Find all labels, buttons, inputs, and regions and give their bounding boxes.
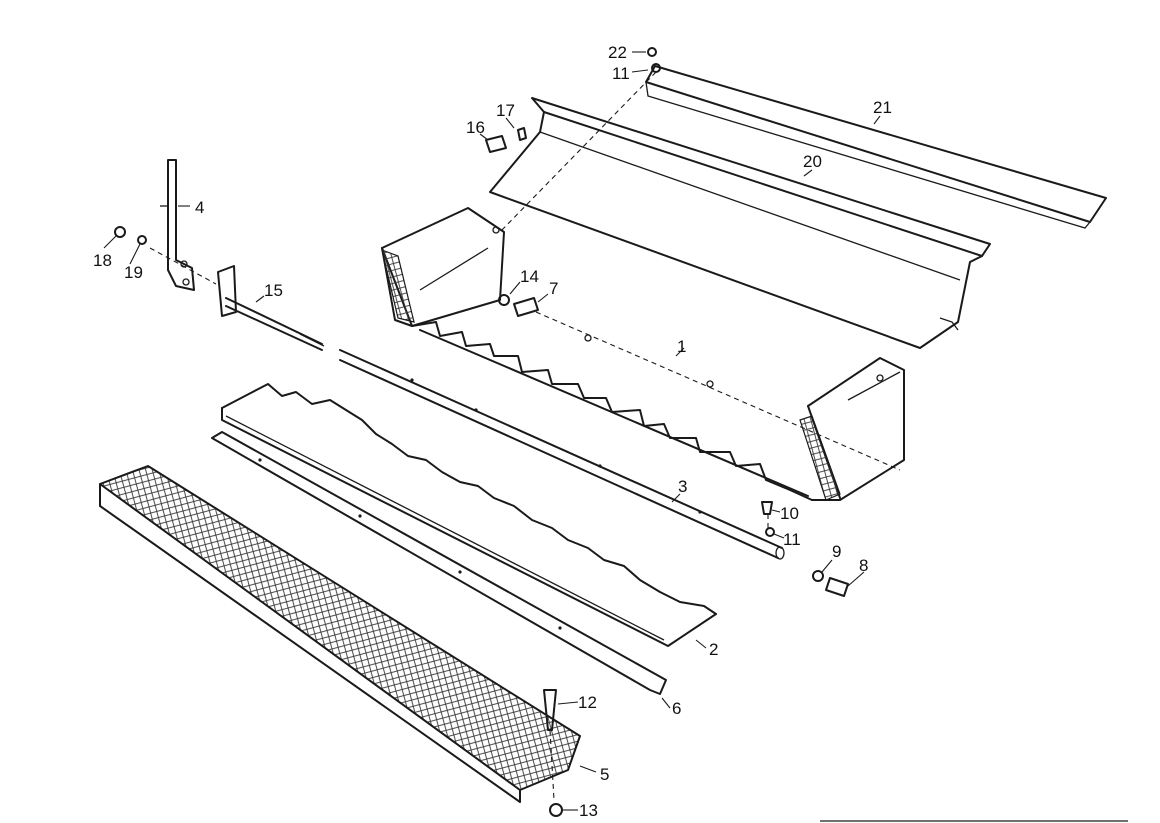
part-21-top-strip: [645, 65, 1107, 229]
label-part-12: 12: [578, 693, 597, 712]
label-part-1: 1: [677, 337, 686, 356]
label-part-18: 18: [93, 251, 112, 270]
label-part-4: 4: [195, 198, 204, 217]
label-part-15: 15: [264, 281, 283, 300]
part-labels: 1 2 3 4 5 6 7 8 9 10 11 11 12 13 14 15 1…: [93, 43, 892, 820]
label-part-6: 6: [672, 699, 681, 718]
part-7-bolt: [513, 297, 539, 317]
label-part-11-top: 11: [612, 64, 630, 83]
part-20-upper-channel: [489, 97, 991, 349]
part-16-bolt: [485, 135, 507, 153]
leader-lines: [103, 51, 901, 811]
part-9-washer: [812, 570, 824, 582]
part-10-bolt: [761, 501, 773, 515]
label-part-7: 7: [549, 279, 558, 298]
label-part-8: 8: [859, 556, 868, 575]
label-part-10: 10: [780, 504, 799, 523]
label-part-21: 21: [873, 98, 892, 117]
part-5-mesh-plate: [99, 465, 581, 803]
label-part-16: 16: [466, 118, 485, 137]
part-13-nut: [549, 803, 563, 817]
label-part-19: 19: [124, 263, 143, 282]
part-19-washer: [137, 235, 147, 245]
part-15-shaft: [217, 265, 325, 351]
part-17-washer: [517, 127, 527, 141]
label-part-3: 3: [678, 477, 687, 496]
part-6-bar: [211, 431, 667, 695]
part-12-bolt: [543, 689, 557, 731]
part-14-washer: [498, 294, 510, 306]
label-part-9: 9: [832, 542, 841, 561]
label-part-5: 5: [600, 765, 609, 784]
label-part-17: 17: [496, 101, 515, 120]
label-part-13: 13: [579, 801, 598, 820]
label-part-22: 22: [608, 43, 627, 62]
part-11-washer-bottom: [765, 527, 775, 537]
part-3-long-rod: [339, 349, 785, 560]
part-1-main-trough: [381, 207, 905, 501]
label-part-20: 20: [803, 152, 822, 171]
part-22-nut: [647, 47, 657, 57]
part-8-bolt: [825, 577, 849, 597]
label-part-11-bottom: 11: [783, 530, 801, 549]
part-18-nut: [114, 226, 126, 238]
part-4-bracket: [160, 159, 195, 291]
label-part-14: 14: [520, 267, 539, 286]
label-part-2: 2: [709, 640, 718, 659]
part-2-toothed-plate: [221, 383, 717, 647]
